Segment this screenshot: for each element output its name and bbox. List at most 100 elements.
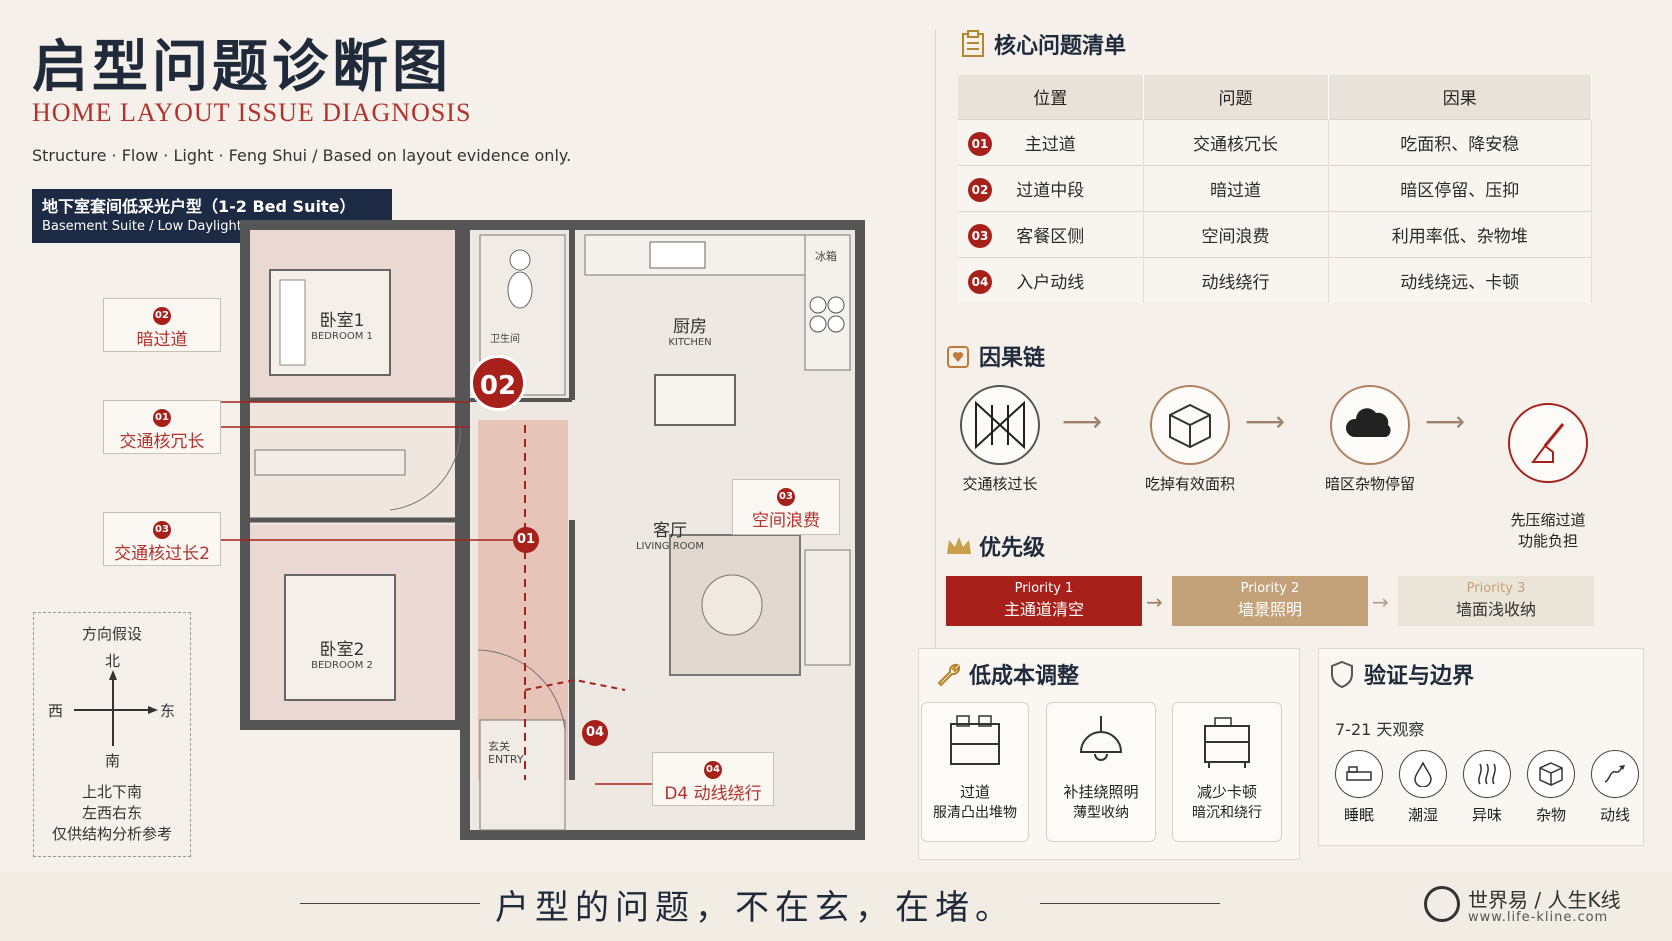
shelf-icon [922,703,1028,781]
lowcost-heading: 低成本调整 [935,658,1079,693]
col-cause: 因果 [1328,75,1592,119]
verify-sleep-text: 睡眠 [1343,806,1374,824]
marker-04: 04 [582,720,608,746]
verify-flow: 动线 [1587,750,1643,825]
verify-odor: 异味 [1459,750,1515,825]
card-1-line-1: 过道 [959,783,990,801]
callout-text: 暗过道 [136,330,188,350]
card-1-line-2: 服清凸出堆物 [933,805,1017,821]
lowcost-card-3: 减少卡顿 暗沉和绕行 [1172,702,1282,842]
kitchen-en: KITCHEN [668,337,712,348]
verify-flow-text: 动线 [1599,806,1630,824]
wrench-icon [935,661,961,693]
row-issue: 空间浪费 [1143,210,1329,257]
chain-node-4-text: 先压缩过道 功能负担 [1510,511,1586,550]
priority-2-label: Priority 2 [1240,581,1300,596]
table-header-row: 位置 问题 因果 [958,75,1592,119]
row-position-text: 过道中段 [1016,180,1085,201]
priority-3-text: 墙面浅收纳 [1455,600,1536,619]
marker-01: 01 [513,527,539,553]
priority-1: Priority 1 主通道清空 [946,576,1142,626]
row-cause: 暗区停留、压抑 [1328,164,1592,211]
card-2-line-1: 补挂绕照明 [1063,783,1139,801]
row-issue: 暗过道 [1143,164,1329,211]
shield-icon [1330,660,1356,694]
callout-text: D4 动线绕行 [664,784,762,804]
compass-title: 方向假设 [81,625,142,643]
priority-3: Priority 3 墙面浅收纳 [1398,576,1594,626]
callout-long-core: 01 交通核冗长 [103,400,221,454]
suite-title: 地下室套间低采光户型（1-2 Bed Suite） [42,197,356,216]
broom-icon [1508,403,1588,483]
row-num-badge: 04 [968,269,992,294]
footer-brand: 世界易 / 人生K线 [1468,888,1621,912]
callout-space-waste: 03 空间浪费 [732,479,840,535]
footer-bar [0,872,1672,941]
verify-clutter-text: 杂物 [1535,806,1566,824]
verify-heading: 验证与边界 [1330,658,1474,694]
row-num-badge: 03 [968,223,992,248]
marker-01-badge: 01 [513,527,539,553]
callout-entry-detour: 04 D4 动线绕行 [652,752,774,806]
bed-icon [1335,750,1383,798]
panel-divider [935,30,936,860]
floor-plan-drawing [240,220,865,840]
callout-num: 03 [153,521,171,539]
compass-note-1: 上北下南 [81,783,142,801]
page-title-en: HOME LAYOUT ISSUE DIAGNOSIS [32,98,472,127]
chain-node-4: 先压缩过道 功能负担 [1488,385,1608,569]
row-cause: 吃面积、降安稳 [1328,118,1592,165]
card-3-line-2: 暗沉和绕行 [1192,805,1262,821]
kitchen-label: 厨房 KITCHEN [650,312,730,348]
priority-1-text: 主通道清空 [1003,600,1084,619]
row-position-text: 主过道 [1024,134,1076,155]
arrow-right-icon: ⟶ [1425,405,1466,438]
row-num-badge: 01 [968,131,992,156]
priority-heading: 优先级 [945,530,1045,564]
chain-heading: 因果链 [945,340,1045,376]
priority-2: Priority 2 墙景照明 [1172,576,1368,626]
arrow-right-icon: → [1372,590,1389,614]
footer-url: www.life-kline.com [1468,910,1609,925]
compass-notes: 上北下南 左西右东 仅供结构分析参考 [34,782,190,845]
entry-label: 玄关 ENTRY [488,740,524,766]
box-cube-icon [1150,385,1230,465]
compass-box: 方向假设 北 南 西 东 上北下南 左西右东 仅供结构分析参考 [33,612,191,857]
row-position-text: 客餐区侧 [1016,226,1085,247]
verify-damp: 潮湿 [1395,750,1451,825]
bedroom-1-cn: 卧室1 [319,311,365,331]
compass-rose: 北 南 西 东 [34,650,190,770]
row-num-badge: 02 [968,177,992,202]
callout-text: 空间浪费 [752,511,820,531]
verify-damp-text: 潮湿 [1407,806,1438,824]
lowcost-card-2: 补挂绕照明 薄型收纳 [1046,702,1156,842]
chain-node-3: 暗区杂物停留 [1305,385,1435,494]
callout-text: 交通核过长2 [114,544,210,564]
row-position-text: 入户动线 [1016,272,1085,293]
priority-2-text: 墙景照明 [1237,600,1302,619]
arrow-right-icon: ⟶ [1062,405,1103,438]
living-label: 客厅 LIVING ROOM [620,516,720,552]
verify-days: 7-21 天观察 [1335,720,1425,739]
compass-note-3: 仅供结构分析参考 [51,825,172,843]
living-en: LIVING ROOM [635,541,705,552]
marker-04-badge: 04 [582,720,608,746]
chain-node-1-text: 交通核过长 [962,475,1038,493]
lowcost-card-1: 过道 服清凸出堆物 [921,702,1029,842]
bedroom-2-label: 卧室2 BEDROOM 2 [302,635,382,671]
heart-shield-icon [945,342,971,376]
bedroom-1-en: BEDROOM 1 [311,331,373,342]
callout-num: 02 [153,307,171,325]
water-drop-icon [1399,750,1447,798]
row-cause: 动线绕远、卡顿 [1328,256,1592,303]
row-position: 01 主过道 [958,118,1144,165]
bedroom-1-label: 卧室1 BEDROOM 1 [302,306,382,342]
bedroom-2-en: BEDROOM 2 [311,660,373,671]
compass-note-2: 左西右东 [81,804,142,822]
arrow-right-icon: ⟶ [1245,405,1286,438]
issues-heading: 核心问题清单 [960,28,1126,64]
verify-sleep: 睡眠 [1331,750,1387,825]
bedroom-2-cn: 卧室2 [319,640,365,660]
